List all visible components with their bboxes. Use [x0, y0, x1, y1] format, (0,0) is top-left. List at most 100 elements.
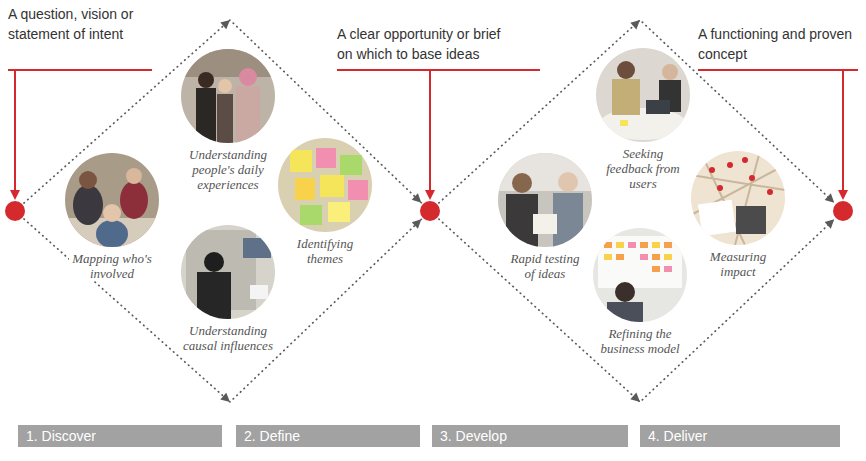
- red-pointer-line: [842, 70, 844, 192]
- photo-note: [604, 254, 612, 260]
- photo-impact-map: [691, 151, 785, 245]
- milestone-dot: A functioning and proven concept: [833, 201, 853, 221]
- photo-map-dot: [709, 167, 715, 173]
- activity-caption: Identifying themes: [294, 236, 357, 266]
- milestone-dot: A clear opportunity or brief on which to…: [420, 201, 440, 221]
- photo-note: [652, 242, 660, 248]
- photo-person: [217, 94, 233, 143]
- connector-group: [24, 20, 834, 402]
- photo-head: [662, 64, 678, 80]
- activity-photo-circle: Seeking feedback from users: [596, 48, 690, 142]
- activity-photo-circle: Refining the business model: [593, 228, 687, 322]
- photo-map-dot: [767, 189, 773, 195]
- photo-head: [198, 72, 214, 88]
- photo-note: [664, 266, 672, 272]
- photo-ground: [691, 151, 785, 245]
- photo-note: [640, 242, 648, 248]
- photo-shelf: [181, 49, 275, 77]
- photo-sticky-notes: [278, 138, 372, 232]
- photo-note: [664, 242, 672, 248]
- phase-bar: 3. Develop: [432, 425, 628, 447]
- intent-statement: A clear opportunity or brief on which to…: [337, 24, 512, 64]
- photo-head: [239, 68, 257, 86]
- photo-table: [65, 218, 159, 248]
- photo-person: [236, 86, 260, 143]
- photo-person: [612, 79, 640, 115]
- activity-photo-circle: Measuring impact: [691, 151, 785, 245]
- photo-prototype-test: [498, 153, 592, 252]
- photo-screen: [243, 238, 271, 258]
- photo-head: [558, 172, 578, 192]
- photo-head: [103, 204, 121, 222]
- photo-people-at-table: [65, 153, 159, 248]
- dotted-flow-arrow: [24, 219, 421, 402]
- phase-label: 2. Define: [244, 427, 300, 445]
- photo-head: [204, 252, 224, 272]
- phase-bar: 2. Define: [236, 425, 420, 447]
- photo-board: [598, 236, 682, 288]
- phase-bar: 4. Deliver: [640, 425, 840, 447]
- red-arrowhead: [425, 190, 435, 200]
- red-underline: [337, 69, 540, 71]
- photo-note: [628, 242, 636, 248]
- photo-note: [316, 148, 336, 168]
- photo-person: [96, 220, 128, 248]
- photo-ground: [278, 138, 372, 232]
- photo-head: [617, 61, 635, 79]
- phase-bar: 1. Discover: [18, 425, 222, 447]
- milestone-dot: A question, vision or statement of inten…: [5, 201, 25, 221]
- phase-label: 1. Discover: [26, 427, 96, 445]
- activity-caption: Understanding causal influences: [180, 323, 276, 353]
- photo-note: [295, 178, 315, 200]
- activity-photo-circle: Identifying themes: [278, 138, 372, 232]
- photo-map-dot: [727, 162, 733, 168]
- activity-caption: Rapid testing of ideas: [508, 251, 583, 281]
- activity-photo-circle: Mapping who's involved: [65, 153, 159, 247]
- photo-prototype: [533, 214, 557, 234]
- photo-person: [196, 88, 216, 143]
- activity-photo-circle: Understanding people's daily experiences: [181, 49, 275, 143]
- activity-photo-circle: Rapid testing of ideas: [498, 153, 592, 247]
- photo-map-dot: [749, 175, 755, 181]
- photo-ground: [596, 48, 690, 142]
- photo-note: [664, 254, 672, 260]
- photo-feedback-session: [596, 48, 690, 142]
- dotted-flow-arrow: [439, 219, 834, 402]
- phase-label: 3. Develop: [440, 427, 507, 445]
- red-pointer-line: [429, 70, 431, 192]
- photo-note: [320, 175, 344, 197]
- photo-person: [73, 185, 103, 225]
- photo-head: [512, 173, 532, 193]
- photo-note: [640, 254, 648, 260]
- activity-caption: Mapping who's involved: [69, 251, 155, 281]
- red-underline: [698, 69, 858, 71]
- photo-head: [615, 282, 635, 302]
- photo-device: [736, 206, 766, 234]
- photo-note: [652, 254, 660, 260]
- photo-head: [79, 171, 97, 189]
- photo-note: [616, 254, 624, 260]
- red-arrowhead: [10, 190, 20, 200]
- activity-caption: Understanding people's daily experiences: [186, 147, 270, 192]
- activity-caption: Refining the business model: [597, 326, 683, 356]
- photo-person: [553, 193, 583, 251]
- photo-laptop: [646, 100, 670, 114]
- intent-statement: A question, vision or statement of inten…: [8, 4, 158, 44]
- photo-note: [620, 120, 628, 126]
- intent-statement: A functioning and proven concept: [698, 24, 858, 64]
- photo-head: [126, 168, 142, 184]
- photo-ground: [65, 153, 159, 247]
- photo-head: [218, 79, 232, 93]
- photo-map-dot: [717, 185, 723, 191]
- photo-person: [197, 272, 231, 322]
- red-pointer-line: [14, 70, 16, 192]
- activity-caption: Measuring impact: [707, 249, 770, 279]
- photo-ground: [181, 49, 275, 143]
- dotted-flow-arrow: [439, 20, 834, 203]
- photo-note: [300, 205, 322, 225]
- photo-note: [340, 155, 362, 175]
